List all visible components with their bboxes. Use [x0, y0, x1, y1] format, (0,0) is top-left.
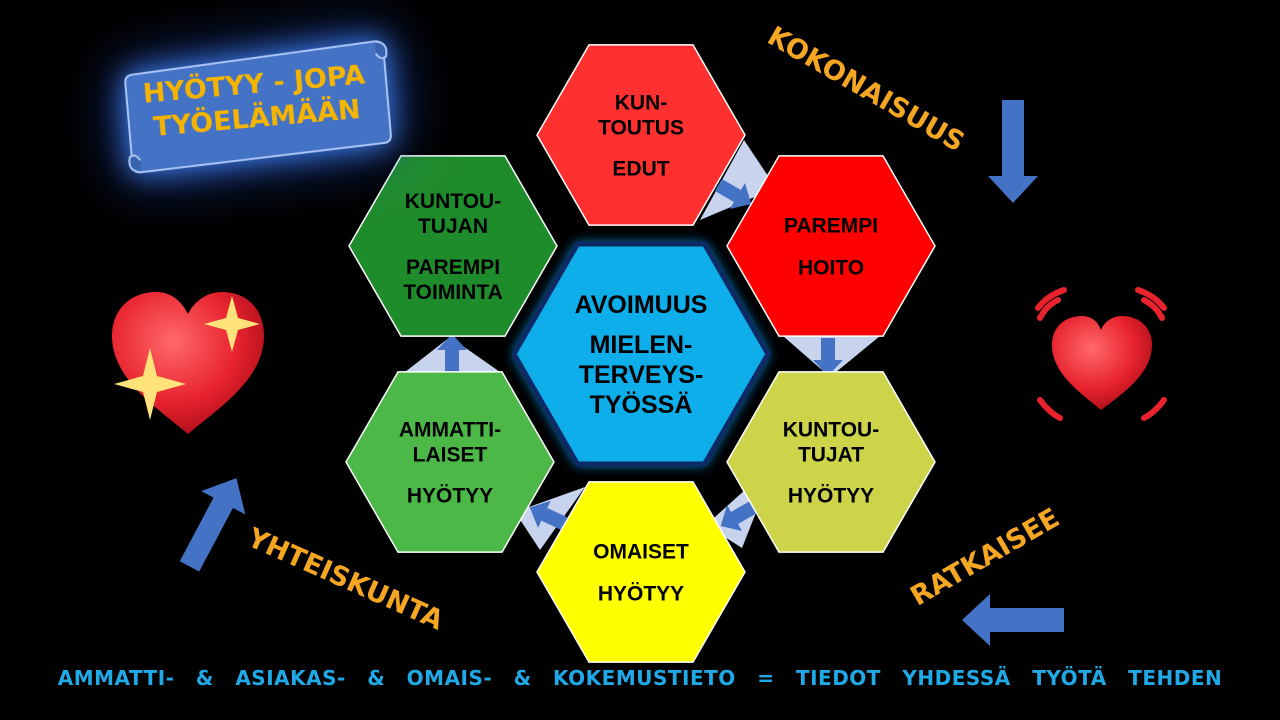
arrow-left-icon	[720, 500, 758, 531]
corner-arrows	[179, 100, 1064, 646]
hexagon-center: AVOIMUUS MIELEN-TERVEYS-TYÖSSÄ	[511, 241, 771, 467]
hexagon-kuntoutujat-text: TUJAT	[798, 443, 864, 466]
hexagon-center-shape	[511, 241, 771, 467]
hexagon-kuntoutus-text: TOUTUS	[598, 116, 684, 139]
arrow-right-icon	[714, 178, 752, 209]
hexagon-parempi-hoito-text: HOITO	[798, 256, 864, 279]
beating-heart-icon	[1035, 287, 1167, 421]
flow-arrows	[437, 178, 843, 531]
arrow-left-icon	[529, 500, 568, 530]
sparkling-heart-icon	[112, 292, 264, 434]
hexagon-kuntoutujat-shape	[726, 371, 936, 553]
hexagon-kuntoutus-text: KUN-	[615, 91, 668, 114]
hexagon-omaiset: OMAISET HYÖTYY	[536, 481, 746, 663]
hexagon-kuntoutujat: KUNTOU-TUJAT HYÖTYY	[726, 371, 936, 553]
hexagon-ammattilaiset-text: HYÖTYY	[407, 484, 493, 507]
hexagon-kuntoutujat-text: KUNTOU-	[783, 418, 879, 441]
connector-kuntoutus-hoito	[700, 140, 776, 220]
hexagon-ammattilaiset: AMMATTI-LAISET HYÖTYY	[345, 371, 555, 553]
footer-caption: AMMATTI- & ASIAKAS- & OMAIS- & KOKEMUSTI…	[57, 666, 1223, 690]
hexagon-ammattilaiset-text: AMMATTI-	[399, 418, 501, 441]
hexagon-kuntoutujan-text: TOIMINTA	[403, 281, 503, 304]
hexagon-kuntoutus-text: EDUT	[612, 157, 669, 180]
hexagon-omaiset-text: OMAISET	[593, 540, 689, 563]
hexagon-center-text: TERVEYS-	[579, 361, 704, 389]
hexagon-omaiset-shape	[536, 481, 746, 663]
hexagon-kuntoutujan-text: TUJAN	[418, 215, 488, 238]
hexagon-kuntoutujat-text: HYÖTYY	[788, 484, 874, 507]
hexagon-parempi-hoito-text: PAREMPI	[784, 214, 878, 237]
arrow-up-right-icon	[179, 478, 246, 572]
hexagon-kuntoutujan-shape	[348, 155, 558, 337]
hexagon-kuntoutus: KUN-TOUTUS EDUT	[536, 44, 746, 226]
hexagon-kuntoutus-shape	[536, 44, 746, 226]
hexagon-parempi-hoito-shape	[726, 155, 936, 337]
scroll-shape	[124, 40, 392, 174]
hexagon-ammattilaiset-text: LAISET	[413, 443, 488, 466]
arrow-down-icon	[813, 338, 843, 376]
hexagon-center-text: TYÖSSÄ	[590, 390, 693, 419]
banner-scroll: HYÖTYY - JOPA TYÖELÄMÄÄN	[113, 34, 399, 182]
hexagon-center-text: MIELEN-	[590, 331, 693, 359]
hexagon-center-text: AVOIMUUS	[575, 291, 708, 319]
hexagon-kuntoutujan-text: PAREMPI	[406, 256, 500, 279]
hexagon-parempi-hoito: PAREMPI HOITO	[726, 155, 936, 337]
arrow-up-icon	[437, 334, 467, 372]
hexagon-kuntoutujan-text: KUNTOU-	[405, 190, 501, 213]
arrow-left-icon	[962, 594, 1064, 646]
arrow-down-icon	[988, 100, 1038, 203]
hexagon-omaiset-text: HYÖTYY	[598, 582, 684, 605]
hexagon-ammattilaiset-shape	[345, 371, 555, 553]
